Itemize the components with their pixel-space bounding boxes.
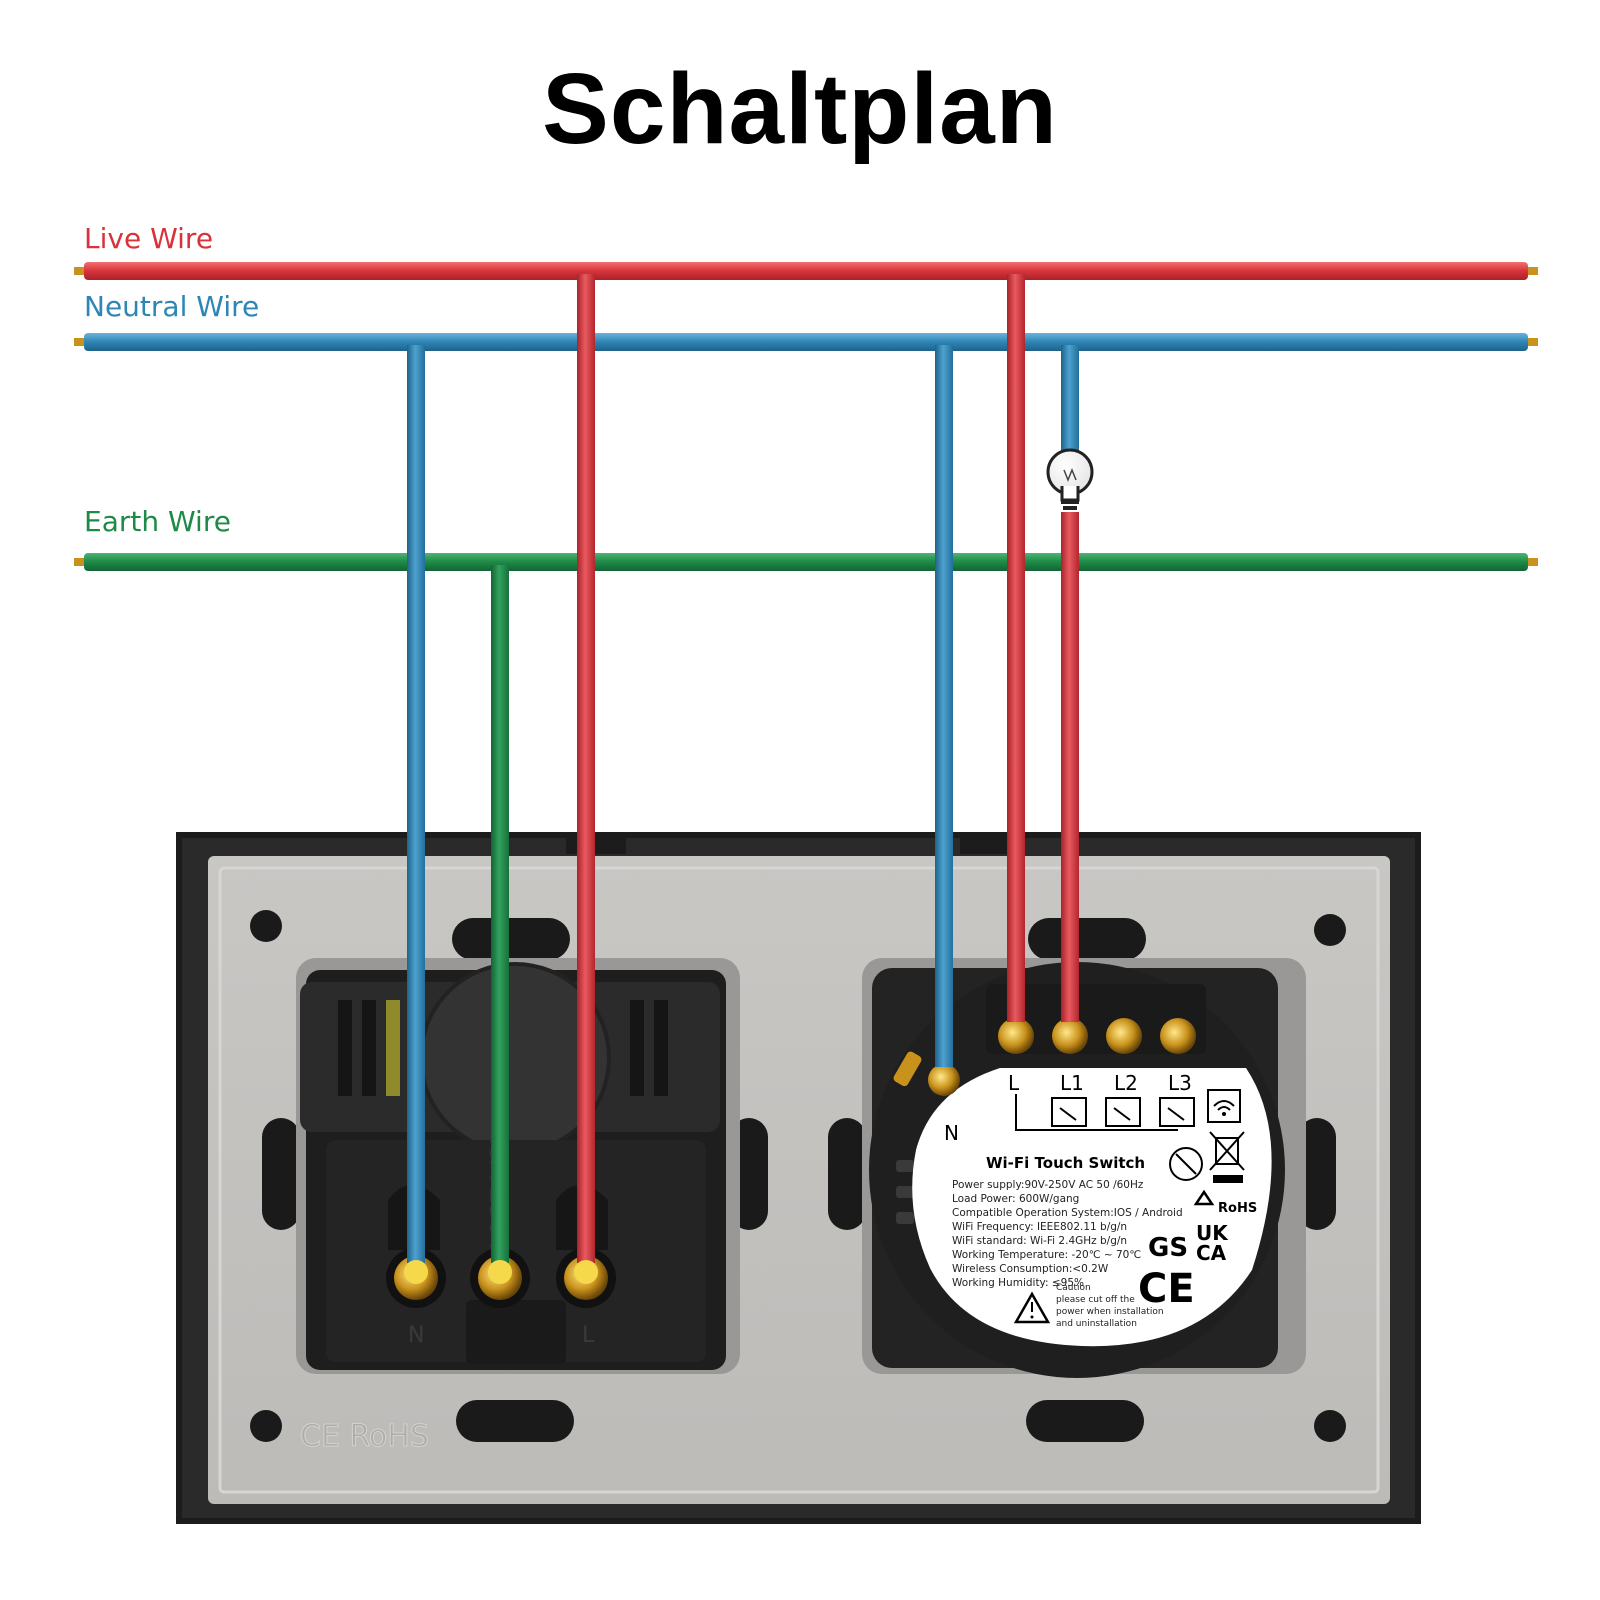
wifi-icon: [1207, 1089, 1241, 1123]
gs-mark: GS: [1148, 1233, 1188, 1263]
switch-terminal-l1: [1052, 1018, 1088, 1054]
spec-line: Working Temperature: -20℃ ~ 70℃: [952, 1249, 1141, 1261]
ukca-mark-bottom: CA: [1196, 1241, 1227, 1265]
spec-list: Power supply:90V-250V AC 50 /60Hz Load P…: [952, 1179, 1183, 1289]
switch-live-drop: [1007, 274, 1025, 1022]
screw-hole: [1314, 1410, 1346, 1442]
spec-line: Working Humidity: ≤95%: [952, 1277, 1084, 1289]
caution-title: Caution: [1056, 1283, 1091, 1293]
weee-bin-icon: [1209, 1131, 1245, 1183]
spec-line: Compatible Operation System:IOS / Androi…: [952, 1207, 1183, 1219]
spec-line: Load Power: 600W/gang: [952, 1193, 1079, 1205]
rohs-mark: RoHS: [1218, 1201, 1257, 1216]
switch-insert: L L1 L2 L3 N: [869, 962, 1285, 1378]
screw-hole: [1314, 914, 1346, 946]
switch-terminal-n: [928, 1064, 960, 1096]
socket-terminal-l-label: L: [582, 1323, 595, 1348]
caution-line: please cut off the: [1056, 1295, 1135, 1305]
earth-wire-label: Earth Wire: [84, 505, 231, 538]
spec-line: WiFi standard: Wi-Fi 2.4GHz b/g/n: [952, 1235, 1127, 1247]
switch-terminal-l3: [1160, 1018, 1196, 1054]
neutral-wire-label: Neutral Wire: [84, 290, 260, 323]
socket-insert: 16A 250V~ N L: [300, 962, 726, 1370]
recycle-icon: [1193, 1189, 1215, 1206]
switch-terminal-l2: [1106, 1018, 1142, 1054]
switch-terminal-l: [998, 1018, 1034, 1054]
screw-hole: [250, 910, 282, 942]
socket-earth-drop: [491, 565, 509, 1263]
caution-line: and uninstallation: [1056, 1319, 1137, 1329]
switch-label-l: L: [1008, 1071, 1020, 1095]
light-bulb-icon: [1046, 448, 1094, 510]
lamp-neutral-drop: [1061, 345, 1079, 453]
spec-line: Power supply:90V-250V AC 50 /60Hz: [952, 1179, 1144, 1191]
warning-icon: [1013, 1291, 1051, 1324]
switch-label-n: N: [944, 1121, 959, 1145]
screw-hole: [250, 1410, 282, 1442]
plate-marks: CE RoHS: [300, 1419, 429, 1454]
switch-label-l3: L3: [1168, 1071, 1192, 1095]
no-dustbin-person-icon: [1169, 1147, 1203, 1181]
live-bus-wire: [84, 262, 1528, 280]
lamp-switched-live-drop: [1061, 512, 1079, 1022]
spec-label: [912, 1068, 1272, 1347]
live-wire-label: Live Wire: [84, 222, 214, 255]
circuit-schematic: [1015, 1094, 1195, 1131]
socket-terminal-n-label: N: [408, 1323, 424, 1348]
ce-mark: CE: [1138, 1266, 1195, 1312]
product-name: Wi-Fi Touch Switch: [986, 1154, 1145, 1172]
ukca-mark-top: UK: [1196, 1221, 1229, 1245]
caution-line: power when installation: [1056, 1307, 1164, 1317]
neutral-bus-wire: [84, 333, 1528, 351]
socket-neutral-drop: [407, 345, 425, 1263]
switch-label-l1: L1: [1060, 1071, 1084, 1095]
drop-wires: [404, 274, 1079, 1284]
earth-bus-wire: [84, 553, 1528, 571]
switch-neutral-drop: [935, 345, 953, 1067]
diagram-title: Schaltplan: [542, 53, 1058, 165]
caution-text: Caution please cut off the power when in…: [1056, 1283, 1164, 1329]
socket-live-drop: [577, 274, 595, 1263]
switch-label-l2: L2: [1114, 1071, 1138, 1095]
spec-line: WiFi Frequency: IEEE802.11 b/g/n: [952, 1221, 1127, 1233]
bus-wires: [74, 262, 1538, 571]
spec-line: Wireless Consumption:<0.2W: [952, 1263, 1109, 1275]
